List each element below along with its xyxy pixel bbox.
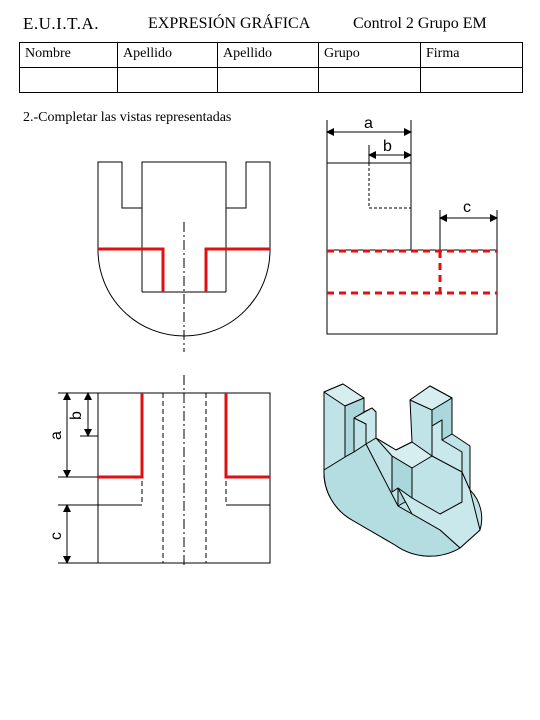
apellido-1-field[interactable] [117,67,218,93]
form-input-row [19,67,523,93]
front-view-solution-left [98,393,144,479]
dim-a-label: a [364,115,373,132]
side-view-hidden-notch [368,163,411,209]
front-view [58,375,271,568]
apellido-1-header: Apellido [117,42,218,68]
dim-c-vert-label: c [48,532,65,540]
side-view [326,120,498,335]
exercise-instruction: 2.-Completar las vistas representadas [23,110,232,125]
nombre-field[interactable] [19,67,118,93]
dim-b-label: b [383,138,392,155]
form-header-row: Nombre Apellido Apellido Grupo Firma [19,42,523,68]
school-name: E.U.I.T.A. [23,14,99,33]
iso-round-base-face [323,443,461,557]
side-view-upper-block [326,162,412,250]
nombre-header: Nombre [19,42,118,68]
subject-title: EXPRESIÓN GRÁFICA [148,15,311,32]
grupo-header: Grupo [318,42,421,68]
dim-a-vert-label: a [48,431,65,440]
grupo-field[interactable] [318,67,421,93]
top-view-solution-right [204,247,270,292]
isometric-view [323,383,483,557]
firma-field[interactable] [420,67,523,93]
top-view-outline [97,161,271,337]
dim-c-label: c [463,199,471,216]
top-view [97,161,271,352]
firma-header: Firma [420,42,523,68]
top-view-solution-left [98,247,165,292]
student-info-table: Nombre Apellido Apellido Grupo Firma [19,42,523,93]
control-label: Control 2 Grupo EM [353,15,487,32]
dim-b-vert-label: b [68,411,85,420]
front-view-solution-right [224,393,270,479]
apellido-2-field[interactable] [217,67,319,93]
